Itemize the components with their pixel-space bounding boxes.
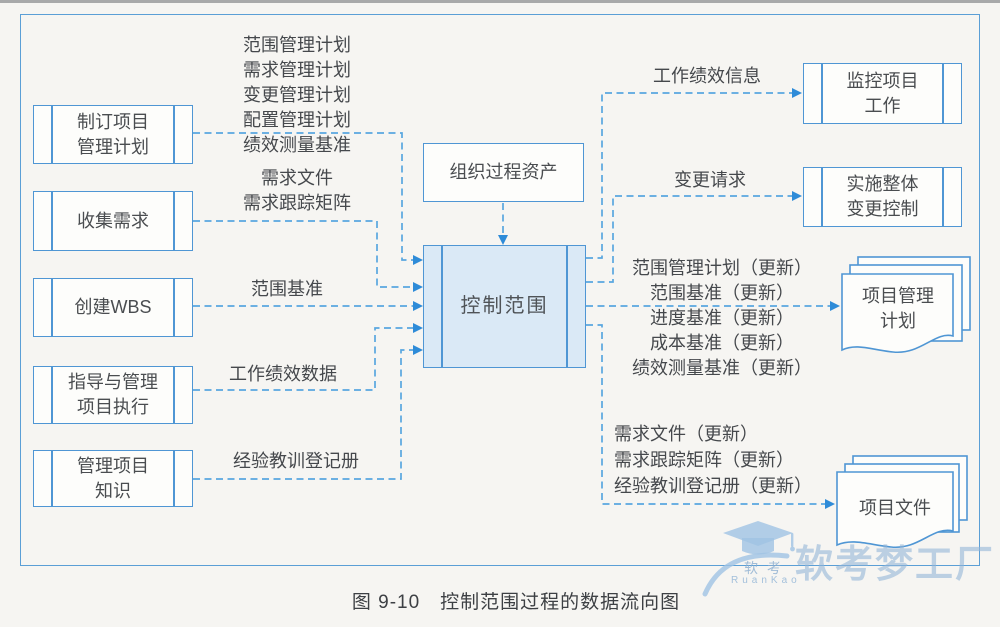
process-box-direct-manage-work: 指导与管理 项目执行 [33,366,193,424]
flow-change-requests-line [586,195,795,283]
flow-label-pm-plan-components: 范围管理计划 需求管理计划 变更管理计划 配置管理计划 绩效测量基准 [243,35,351,155]
flow-work-performance-data-line [193,327,416,391]
process-box-manage-knowledge: 管理项目 知识 [33,450,193,507]
flow-work-performance-data-arrowhead [413,323,423,333]
flow-label-work-performance-data: 工作绩效数据 [229,364,337,384]
flow-label-lessons-learned-register: 经验教训登记册 [233,451,359,471]
flow-requirements-line [193,220,416,288]
flow-pm-plan-line [193,132,416,261]
flow-scope-baseline-arrowhead [413,301,423,311]
figure-caption: 图 9-10 控制范围过程的数据流向图 [351,592,681,613]
project-documents-label: 项目文件 [859,498,931,518]
flow-label-work-performance-info: 工作绩效信息 [653,66,761,86]
flow-change-requests-arrowhead [792,191,802,201]
process-box-collect-requirements: 收集需求 [33,191,193,251]
flow-opa-arrowhead [498,235,508,245]
flow-requirements-arrowhead [413,282,423,292]
flow-document-updates-arrowhead [825,499,835,509]
diagram-frame [20,14,980,566]
flow-work-performance-info-arrowhead [792,88,802,98]
flow-label-plan-updates: 范围管理计划（更新） 范围基准（更新） 进度基准（更新） 成本基准（更新） 绩效… [632,258,812,378]
pm-plan-document-label: 项目管理 计划 [862,286,934,331]
flow-lessons-register-arrowhead [413,345,423,355]
watermark-cn-small-text: 软考 [744,560,790,576]
process-box-create-wbs: 创建WBS [33,278,193,337]
store-box-org-process-assets: 组织过程资产 [423,143,584,202]
watermark-latin-text: RuanKao [731,575,801,586]
watermark-brand-text: 软考梦工厂 [795,544,996,586]
pm-plan-document-shape [841,256,971,353]
flow-document-updates-line [586,324,827,505]
process-box-integrated-change-control: 实施整体 变更控制 [803,167,962,227]
flow-plan-updates-arrowhead [830,301,840,311]
process-box-monitor-control-work: 监控项目 工作 [803,63,962,124]
flow-label-requirements-docs: 需求文件 需求跟踪矩阵 [243,168,351,213]
flow-label-document-updates: 需求文件（更新） 需求跟踪矩阵（更新） 经验教训登记册（更新） [614,424,812,496]
flow-label-change-requests: 变更请求 [674,170,746,190]
scan-edge-artifact [0,0,1000,3]
flow-pm-plan-arrowhead [413,255,423,265]
flow-lessons-register-line [193,349,416,480]
project-documents-shape [836,455,968,548]
flow-work-performance-info-line [586,92,795,259]
process-box-control-scope: 控制范围 [423,245,586,368]
flow-label-scope-baseline: 范围基准 [251,279,323,299]
process-box-develop-pm-plan: 制订项目 管理计划 [33,105,193,164]
